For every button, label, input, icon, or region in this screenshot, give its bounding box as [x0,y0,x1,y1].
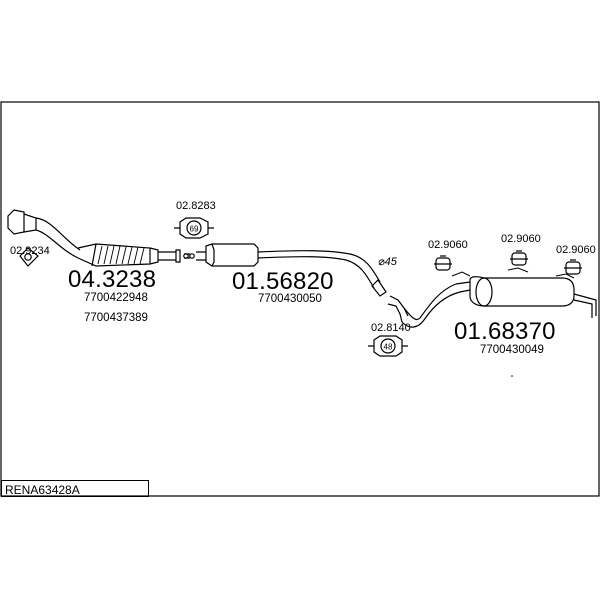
rear-silencer-oem-number: 7700430049 [480,344,544,356]
clamp-part-number-rear: 02.8140 [371,322,411,334]
clamp-part-number-middle: 02.8283 [176,200,216,212]
pipe-diameter-label: ⌀45 [378,256,397,268]
reference-code: RENA63428A [5,483,80,497]
hanger-icon-2 [510,250,528,266]
hanger-part-number-2: 02.9060 [501,233,541,245]
hanger-part-number-3: 02.9060 [556,244,596,256]
rear-silencer-drawing [387,267,597,328]
clamp-size-label-48: 48 [384,343,393,352]
gasket-part-number: 02.9234 [10,245,50,257]
clamp-size-label-69: 69 [190,225,199,234]
clamp-icon-48 [368,335,408,357]
middle-silencer-oem-number: 7700430050 [258,293,322,305]
downpipe-oem-number-2: 7700437389 [84,312,148,324]
dot-mark [511,375,513,377]
reference-box: RENA63428A [1,480,149,497]
downpipe-part-number: 04.3238 [68,266,157,293]
rear-silencer-part-number: 01.68370 [454,318,556,345]
downpipe-catalyst-drawing [7,209,195,267]
diagram-border [0,101,600,497]
middle-silencer-drawing [196,243,387,297]
hanger-icon-3 [564,259,582,275]
clamp-icon-69 [174,217,214,239]
downpipe-oem-number-1: 7700422948 [84,292,148,304]
middle-silencer-part-number: 01.56820 [232,268,334,295]
hanger-part-number-1: 02.9060 [428,239,468,251]
hanger-icon-1 [434,255,452,271]
gasket-icon [19,247,39,267]
